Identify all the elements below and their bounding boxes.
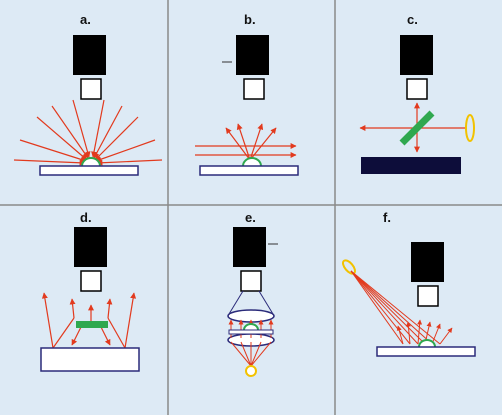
camera-body <box>400 35 433 75</box>
slide <box>228 329 274 335</box>
lamp-icon <box>245 365 257 377</box>
slide <box>376 346 476 357</box>
sample <box>242 157 262 167</box>
panel-c-label: c. <box>407 12 418 27</box>
panel-e-label: e. <box>245 210 256 225</box>
beam-splitter <box>399 110 435 146</box>
camera-lens <box>243 78 265 100</box>
camera-lens <box>80 78 102 100</box>
sample <box>243 323 259 331</box>
panel-f: f. <box>342 210 476 357</box>
light-rays <box>41 292 137 349</box>
sample <box>418 339 436 348</box>
panel-a: a. <box>13 12 163 176</box>
camera-body <box>233 227 266 267</box>
camera-lens <box>417 285 439 307</box>
panel-d: d. <box>40 210 140 372</box>
panel-b-label: b. <box>244 12 256 27</box>
panel-e: e. <box>227 210 278 377</box>
camera-lens <box>80 270 102 292</box>
panel-b: b. <box>195 12 299 176</box>
light-rays <box>350 270 453 345</box>
light-rays <box>359 102 465 153</box>
camera-body <box>74 227 107 267</box>
light-rays <box>13 99 163 166</box>
panel-d-label: d. <box>80 210 92 225</box>
panel-a-label: a. <box>80 12 91 27</box>
slide <box>40 347 140 372</box>
camera-lens <box>240 270 262 292</box>
slide <box>199 165 299 176</box>
light-rays <box>228 319 274 367</box>
camera-lens <box>406 78 428 100</box>
panel-c: c. <box>359 12 475 174</box>
objective-cone <box>228 290 274 315</box>
light-rays <box>195 123 297 161</box>
opaque-sample <box>361 157 461 174</box>
camera-body <box>73 35 106 75</box>
camera-body <box>411 242 444 282</box>
panel-f-label: f. <box>383 210 391 225</box>
sample <box>76 321 108 328</box>
slide <box>39 165 139 176</box>
camera-body <box>236 35 269 75</box>
lamp-icon <box>465 114 475 142</box>
sample <box>81 157 101 167</box>
lamp-icon <box>342 259 356 275</box>
